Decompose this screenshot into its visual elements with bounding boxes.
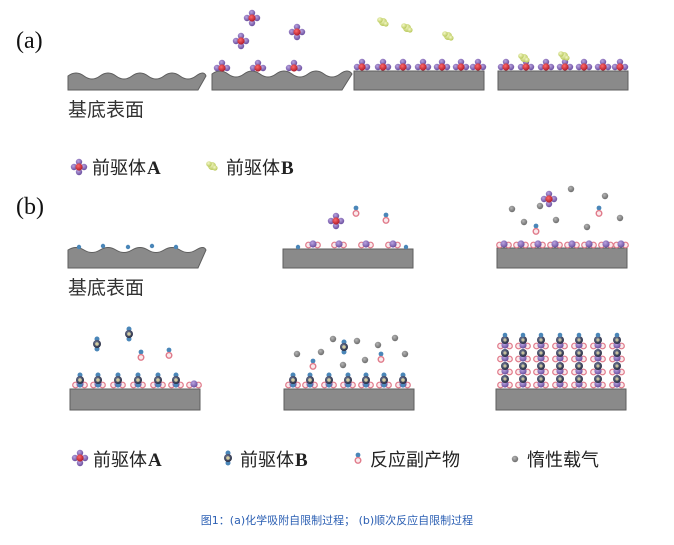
legend-b-precursor-b-text: 前驱体	[240, 450, 294, 471]
film-unit-b	[613, 375, 621, 383]
figure-caption: 图1：(a)化学吸附自限制过程； (b)顺次反应自限制过程	[200, 514, 474, 527]
film-unit-b	[501, 375, 509, 383]
film-unit-b	[537, 349, 545, 357]
legend-a-precursor-a-text: 前驱体	[92, 158, 146, 179]
panel-b-legend: 前驱体 A 前驱体 B 反应副产物 惰性载气	[71, 449, 599, 471]
film-unit-b	[519, 375, 527, 383]
legend-b-byproduct-text: 反应副产物	[370, 450, 460, 471]
legend-a-precursor-b-text: 前驱体	[226, 158, 280, 179]
film-unit-b	[575, 349, 583, 357]
legend-b-precursor-a-letter: A	[148, 450, 162, 471]
film-top-cap	[576, 332, 582, 338]
panel-b-step4	[69, 326, 202, 411]
panel-b-step6	[495, 332, 627, 411]
panel-b-step2	[282, 204, 414, 269]
film-unit-b	[575, 375, 583, 383]
panel-a-substrate-label: 基底表面	[68, 99, 144, 121]
film-top-cap	[538, 332, 544, 338]
film-unit-b	[594, 375, 602, 383]
panel-a-step3	[353, 17, 487, 91]
panel-b-step1	[67, 243, 207, 269]
legend-a-precursor-a-letter: A	[147, 158, 161, 179]
film-unit-b	[613, 362, 621, 370]
panel-a-legend: 前驱体 A 前驱体 B	[70, 158, 294, 179]
film-unit-b	[501, 349, 509, 357]
panel-b-substrate-label: 基底表面	[68, 277, 144, 299]
film-unit-b	[575, 362, 583, 370]
panel-b-label: (b)	[16, 194, 44, 220]
panel-a-step1	[67, 72, 207, 91]
legend-b-precursor-a-text: 前驱体	[93, 450, 147, 471]
film-top-cap	[595, 332, 601, 338]
panel-a-step2	[211, 9, 353, 91]
legend-b-inert-gas-text: 惰性载气	[527, 450, 599, 471]
panel-b-step3	[496, 185, 629, 269]
film-unit-b	[519, 349, 527, 357]
film-unit-b	[594, 362, 602, 370]
film-unit-b	[556, 349, 564, 357]
film-unit-b	[556, 375, 564, 383]
panel-a-step4	[497, 51, 629, 91]
film-unit-b	[537, 375, 545, 383]
film-unit-b	[556, 362, 564, 370]
film-unit-b	[519, 362, 527, 370]
film-top-cap	[614, 332, 620, 338]
legend-a-precursor-b-letter: B	[281, 158, 294, 179]
film-stack	[497, 332, 625, 389]
film-top-cap	[557, 332, 563, 338]
legend-b-precursor-b-letter: B	[295, 450, 308, 471]
film-unit-b	[501, 362, 509, 370]
panel-b-step5	[283, 334, 415, 411]
film-unit-b	[537, 362, 545, 370]
film-top-cap	[520, 332, 526, 338]
film-top-cap	[502, 332, 508, 338]
film-unit-b	[613, 349, 621, 357]
film-unit-b	[594, 349, 602, 357]
panel-a-label: (a)	[16, 28, 43, 54]
